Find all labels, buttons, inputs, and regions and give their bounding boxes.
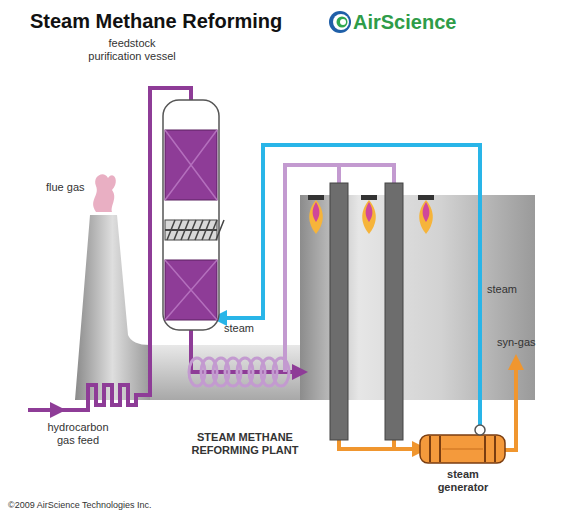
steam-connector [219,145,480,435]
preheat-coil [189,358,289,386]
node-label: STEAM METHANE REFORMING PLANT [178,431,312,457]
steam-generator: steam generator [420,435,505,463]
feed-arrow [28,408,58,412]
burner-flames [308,195,434,234]
copyright: ©2009 AirScience Technologies Inc. [8,500,152,511]
syngas-connector [339,400,420,449]
syngas-pipe [505,362,516,450]
flue-gas-label: flue gas [46,181,85,194]
reforming-plant: STEAM METHANE REFORMING PLANT [300,195,535,400]
stack [75,215,150,400]
flue-smoke [93,174,116,212]
logo-mark [329,11,351,33]
edge-label: steam [487,283,517,296]
purification-vessel: feedstock purification vessel [163,100,219,330]
steam-label: steam [224,322,254,335]
syngas-label: syn-gas [497,336,536,349]
purification-vessel-shape [163,100,219,330]
logo-text: AirScience [353,10,456,34]
title: Steam Methane Reforming [30,9,282,33]
reformer-tube [330,183,348,440]
steam-generator-shape [420,435,505,463]
feed-label: hydrocarbon gas feed [40,421,116,447]
reformer-tube [385,183,403,440]
node-label: feedstock purification vessel [87,37,177,63]
node-label: steam generator [432,468,494,494]
